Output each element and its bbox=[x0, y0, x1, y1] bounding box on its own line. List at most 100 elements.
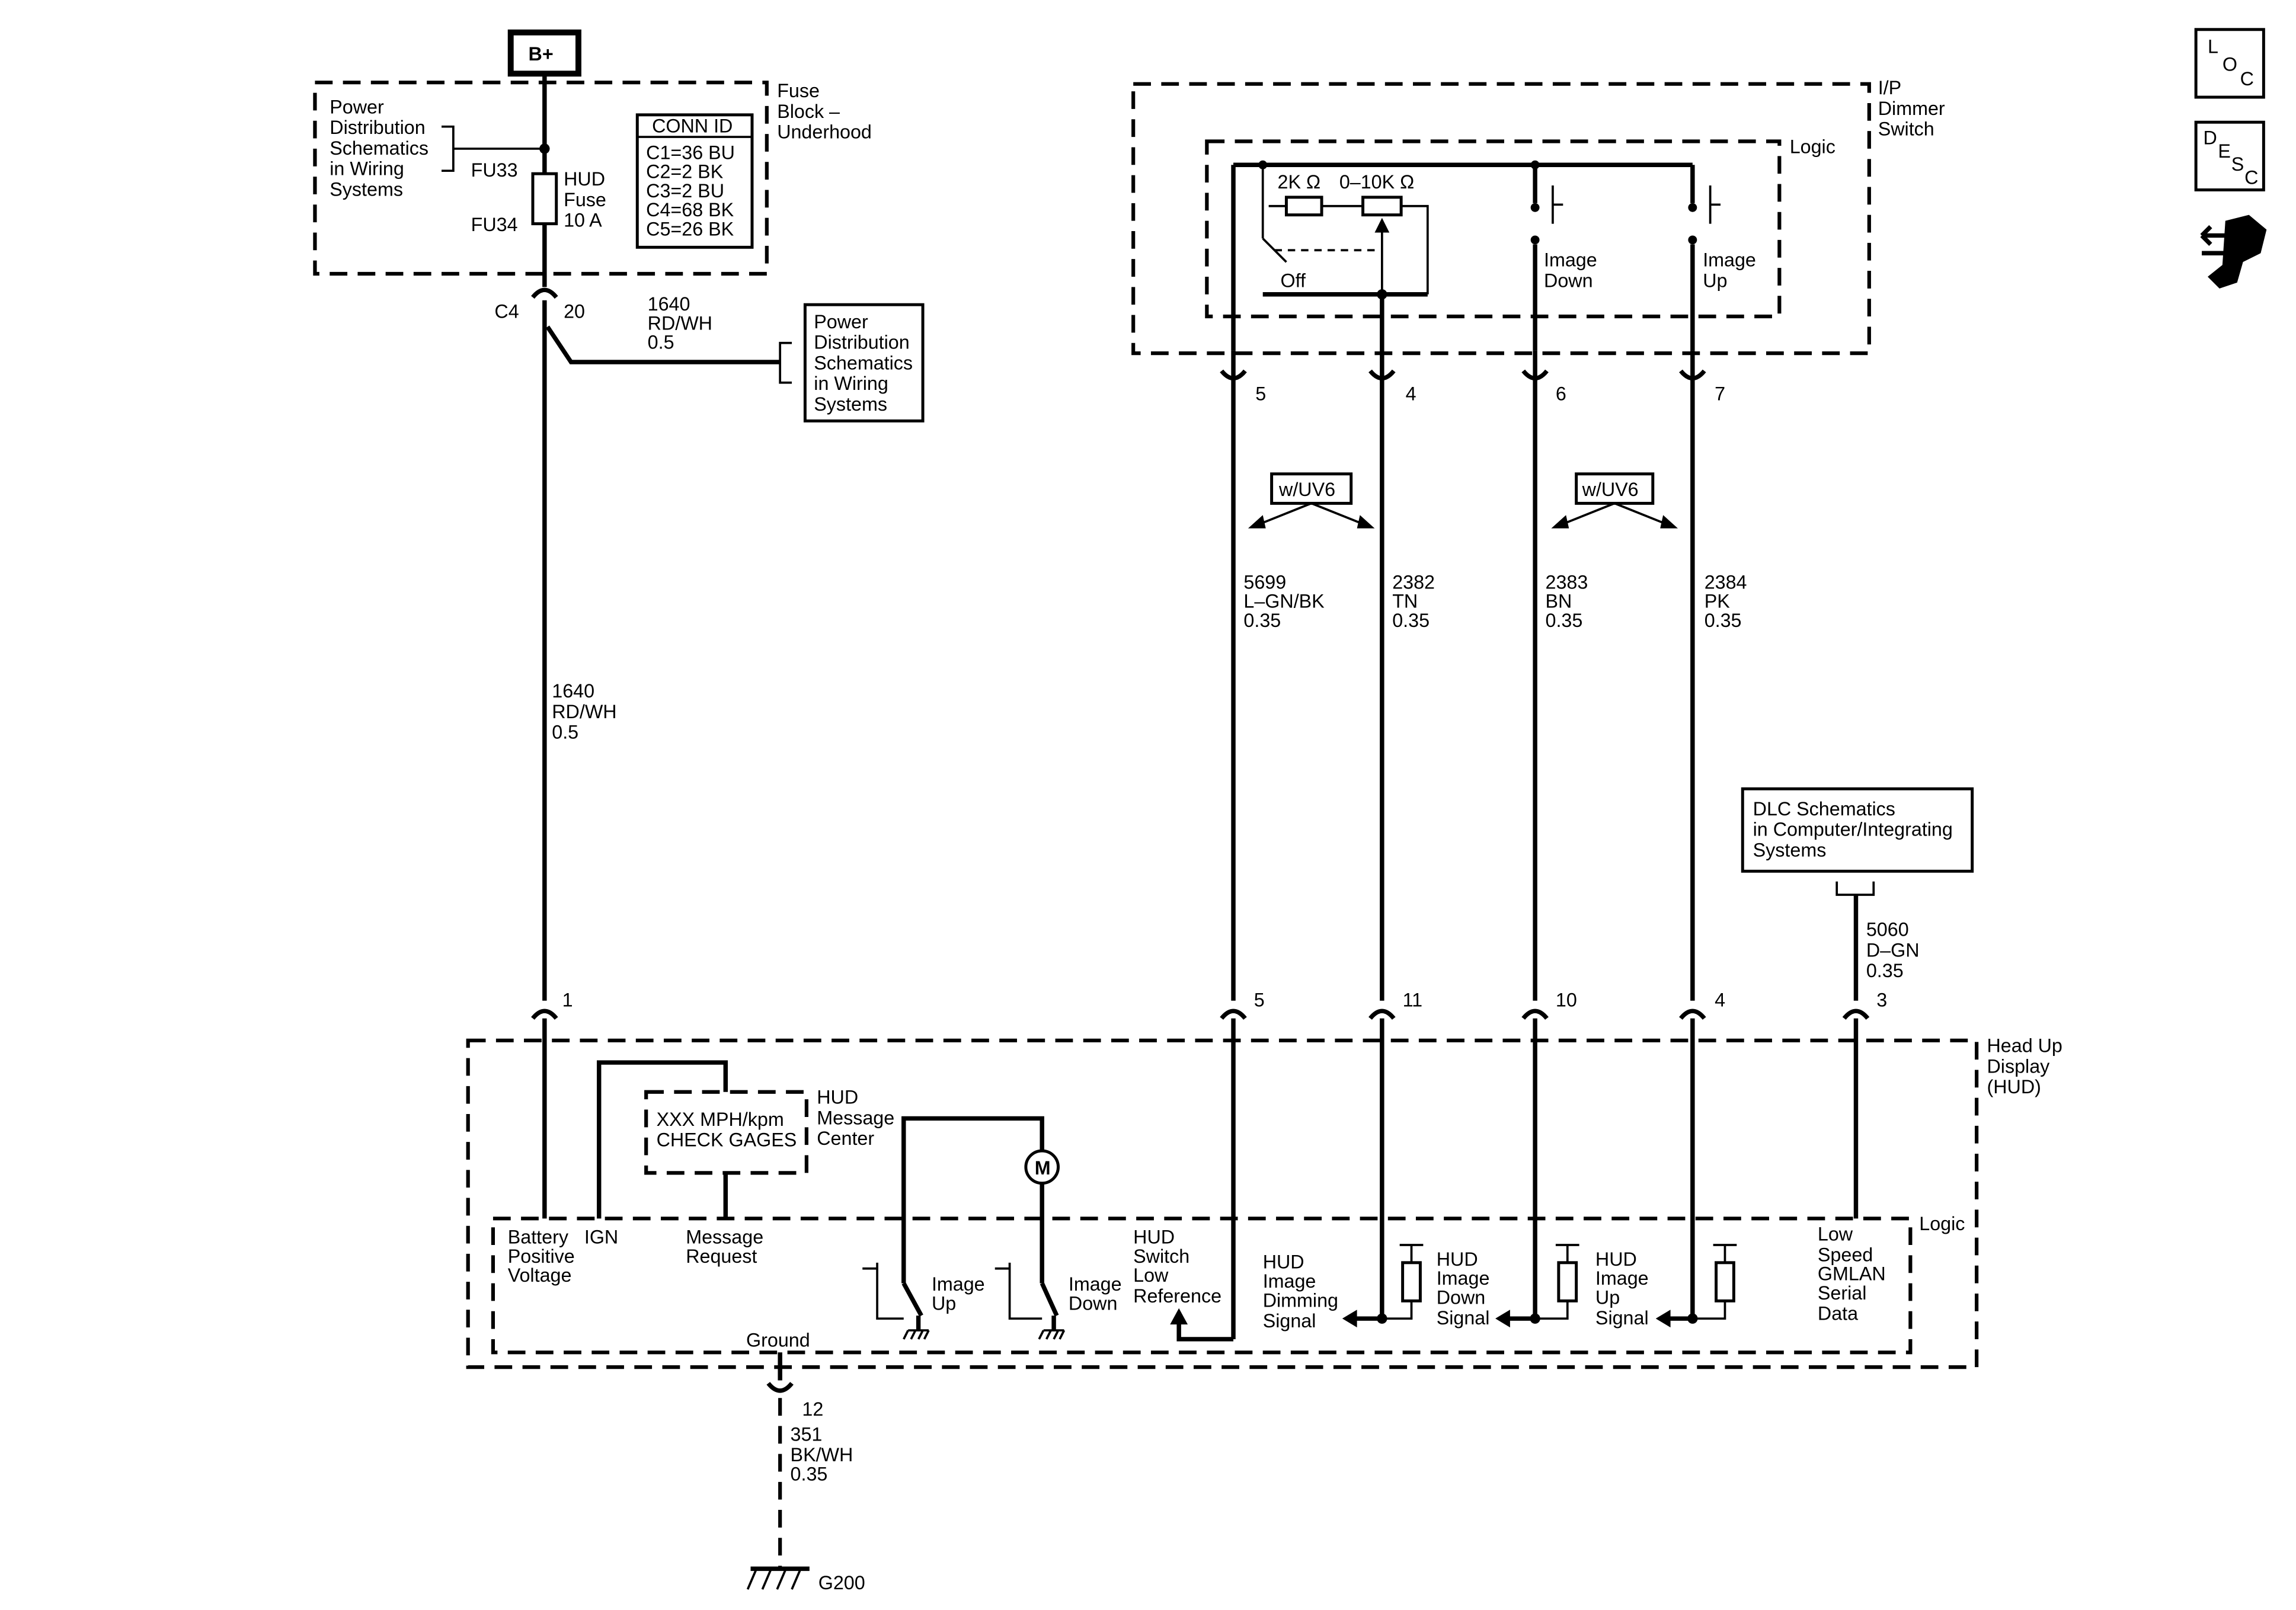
loc-letter-c: C bbox=[2240, 68, 2254, 89]
svg-text:1640: 1640 bbox=[552, 680, 594, 702]
svg-text:Up: Up bbox=[1703, 270, 1727, 291]
hud-module-label: Head Up Display (HUD) bbox=[1987, 1035, 2062, 1098]
svg-text:0.35: 0.35 bbox=[791, 1463, 828, 1484]
splice-dot bbox=[539, 143, 550, 154]
desc-icon[interactable]: D E S C bbox=[2194, 120, 2265, 191]
svg-text:Reference: Reference bbox=[1133, 1285, 1221, 1307]
svg-text:Signal: Signal bbox=[1595, 1307, 1649, 1329]
hud-fuse bbox=[531, 172, 558, 226]
hud-low-reference-label: HUD Switch Low Reference bbox=[1133, 1227, 1221, 1307]
svg-text:Image: Image bbox=[1595, 1267, 1649, 1289]
svg-text:0.35: 0.35 bbox=[1705, 610, 1742, 631]
gmlan-serial-data-label: Low Speed GMLAN Serial Data bbox=[1818, 1224, 1886, 1324]
svg-text:RD/WH: RD/WH bbox=[648, 312, 712, 334]
svg-text:Image: Image bbox=[1069, 1273, 1122, 1295]
wire-label-2382: 2382 TN 0.35 bbox=[1392, 571, 1435, 631]
svg-text:Distribution: Distribution bbox=[330, 117, 425, 138]
svg-text:Request: Request bbox=[686, 1246, 757, 1267]
svg-text:Fuse: Fuse bbox=[777, 80, 820, 101]
svg-text:GMLAN: GMLAN bbox=[1818, 1263, 1886, 1285]
connector-hand-icon[interactable] bbox=[2200, 215, 2267, 289]
svg-text:3: 3 bbox=[1876, 990, 1887, 1011]
svg-text:Head Up: Head Up bbox=[1987, 1035, 2062, 1057]
loc-letter-o: O bbox=[2223, 53, 2237, 75]
svg-text:Power: Power bbox=[330, 96, 384, 117]
fuse-block-label: Fuse Block – Underhood bbox=[777, 80, 872, 143]
svg-text:w/UV6: w/UV6 bbox=[1582, 479, 1639, 500]
ground-symbol-icon bbox=[746, 1566, 810, 1590]
hud-image-down-signal-label: HUD Image Down Signal bbox=[1437, 1249, 1490, 1329]
main-wire-label: 1640 RD/WH 0.5 bbox=[552, 680, 616, 743]
pd-schematics-ref-2[interactable]: Power Distribution Schematics in Wiring … bbox=[803, 303, 925, 422]
svg-text:Fuse: Fuse bbox=[564, 189, 606, 210]
svg-text:Message: Message bbox=[817, 1107, 894, 1128]
hud-image-up-label: Image Up bbox=[932, 1273, 985, 1314]
desc-letter-d: D bbox=[2204, 127, 2217, 148]
svg-text:Low: Low bbox=[1818, 1224, 1853, 1245]
svg-text:Battery: Battery bbox=[508, 1227, 569, 1248]
svg-text:CHECK GAGES: CHECK GAGES bbox=[657, 1129, 797, 1151]
svg-text:(HUD): (HUD) bbox=[1987, 1076, 2041, 1097]
svg-text:2383: 2383 bbox=[1546, 571, 1588, 593]
hud-module-outline bbox=[466, 1038, 1979, 1369]
svg-text:Speed: Speed bbox=[1818, 1244, 1873, 1265]
svg-text:Schematics: Schematics bbox=[330, 137, 428, 159]
svg-text:Down: Down bbox=[1544, 270, 1593, 291]
ground-label: Ground bbox=[746, 1329, 810, 1350]
svg-text:XXX MPH/kpm: XXX MPH/kpm bbox=[657, 1109, 784, 1130]
option-w-uv6-right: w/UV6 bbox=[1551, 472, 1678, 529]
fu34-label: FU34 bbox=[471, 214, 518, 235]
svg-text:Switch: Switch bbox=[1878, 119, 1934, 140]
hud-logic-label: Logic bbox=[1919, 1213, 1965, 1234]
resistor-2k bbox=[1284, 196, 1323, 217]
svg-text:Down: Down bbox=[1069, 1292, 1118, 1314]
pullup-resistor-2 bbox=[1535, 1244, 1579, 1320]
svg-text:5060: 5060 bbox=[1866, 919, 1909, 940]
option-w-uv6-left: w/UV6 bbox=[1248, 472, 1375, 529]
dlc-wire-label: 5060 D–GN 0.35 bbox=[1866, 919, 1920, 982]
svg-text:in Computer/Integrating: in Computer/Integrating bbox=[1753, 819, 1953, 840]
svg-text:2384: 2384 bbox=[1705, 571, 1747, 593]
svg-text:Message: Message bbox=[686, 1227, 763, 1248]
dlc-schematics-ref[interactable]: DLC Schematics in Computer/Integrating S… bbox=[1741, 787, 1974, 873]
svg-text:in Wiring: in Wiring bbox=[330, 158, 404, 180]
svg-text:Dimmer: Dimmer bbox=[1878, 98, 1945, 119]
svg-text:Power: Power bbox=[814, 311, 868, 332]
svg-text:Image: Image bbox=[932, 1273, 985, 1295]
svg-text:0.5: 0.5 bbox=[552, 722, 578, 743]
svg-text:L–GN/BK: L–GN/BK bbox=[1243, 591, 1325, 612]
svg-text:0.35: 0.35 bbox=[1866, 960, 1904, 981]
pd-schematics-ref-1[interactable]: Power Distribution Schematics in Wiring … bbox=[330, 96, 428, 200]
hud-connectors: 1 5 11 10 4 3 bbox=[531, 990, 1887, 1020]
svg-text:TN: TN bbox=[1392, 591, 1418, 612]
hud-fuse-label: HUD Fuse 10 A bbox=[564, 168, 606, 231]
conn-id-table: CONN ID C1=36 BU C2=2 BK C3=2 BU C4=68 B… bbox=[635, 113, 754, 249]
svg-text:BN: BN bbox=[1546, 591, 1572, 612]
svg-text:1: 1 bbox=[562, 990, 573, 1011]
svg-text:0.35: 0.35 bbox=[1243, 610, 1281, 631]
dimmer-logic-label: Logic bbox=[1790, 136, 1835, 157]
conn-id-title: CONN ID bbox=[652, 116, 733, 137]
hud-image-down-switch bbox=[994, 1262, 1066, 1340]
dimmer-image-down-label: Image Down bbox=[1544, 249, 1597, 292]
svg-text:w/UV6: w/UV6 bbox=[1278, 479, 1335, 500]
dimmer-switch-label: I/P Dimmer Switch bbox=[1878, 77, 1945, 140]
hud-message-center-label: HUD Message Center bbox=[817, 1087, 894, 1150]
svg-text:4: 4 bbox=[1715, 990, 1725, 1011]
svg-text:2382: 2382 bbox=[1392, 571, 1435, 593]
ground-wire-label: 351 BK/WH 0.35 bbox=[791, 1423, 853, 1484]
svg-text:Positive: Positive bbox=[508, 1246, 575, 1267]
loc-icon[interactable]: L O C bbox=[2194, 28, 2265, 99]
svg-text:Switch: Switch bbox=[1133, 1246, 1189, 1267]
branch-wire-label: 1640 RD/WH 0.5 bbox=[648, 293, 712, 353]
dimmer-image-up-label: Image Up bbox=[1703, 249, 1756, 292]
svg-text:Dimming: Dimming bbox=[1263, 1289, 1338, 1311]
fuse-block-outline bbox=[313, 81, 769, 276]
b-plus-source: B+ bbox=[507, 29, 581, 77]
dimmer-switch-outline bbox=[1131, 82, 1871, 356]
fu33-label: FU33 bbox=[471, 159, 518, 181]
svg-text:HUD: HUD bbox=[1595, 1249, 1637, 1270]
resistor-2k-label: 2K Ω bbox=[1278, 171, 1321, 193]
battery-voltage-label: Battery Positive Voltage bbox=[508, 1227, 575, 1286]
